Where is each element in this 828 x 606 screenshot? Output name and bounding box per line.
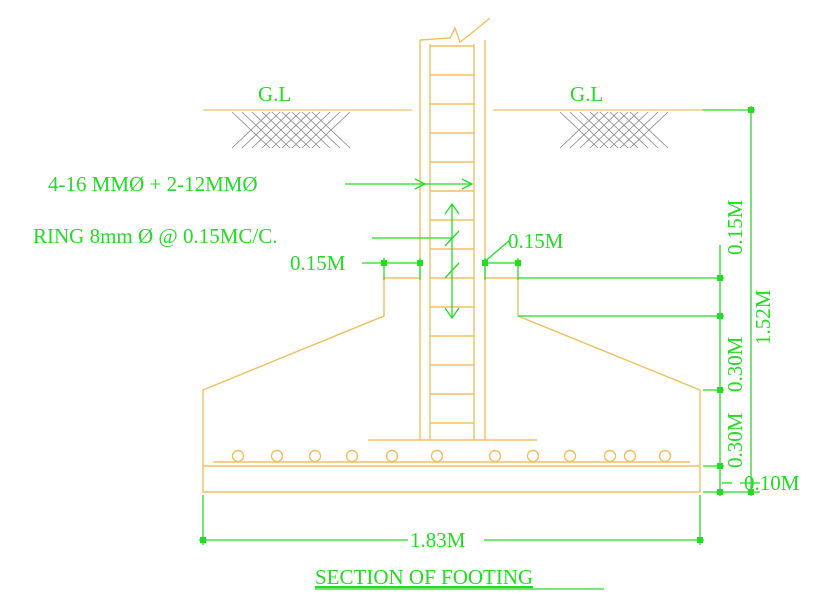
rebar-circle	[270, 449, 284, 463]
dim-030-bottom-label: 0.30M	[723, 412, 747, 468]
dim-152-label: 1.52M	[751, 289, 775, 345]
drawing-title: SECTION OF FOOTING	[315, 565, 533, 589]
rebar-circle	[430, 449, 444, 463]
column	[419, 17, 491, 440]
rebar-circle	[526, 449, 540, 463]
main-bars-label: 4-16 MMØ + 2-12MMØ	[48, 172, 258, 196]
bottom-dimension: 1.83M	[199, 495, 704, 552]
bottom-bars	[231, 449, 672, 463]
ring-label: RING 8mm Ø @ 0.15MC/C.	[33, 224, 278, 248]
offset-dim-left: 0.15M	[290, 251, 423, 280]
soil-hatch-right	[559, 111, 669, 149]
rebar-circle	[488, 449, 502, 463]
dim-015-vertical-label: 0.15M	[723, 199, 747, 255]
break-line	[419, 17, 491, 44]
footing-outline	[202, 277, 701, 493]
offset-dim-right: 0.15M	[482, 229, 564, 280]
soil-hatch-left	[231, 111, 351, 149]
rebar-circle	[345, 449, 359, 463]
rebar-circle	[308, 449, 322, 463]
rebar-circle	[231, 449, 245, 463]
dim-030-top-label: 0.30M	[723, 336, 747, 392]
main-bars-callout: 4-16 MMØ + 2-12MMØ	[48, 172, 474, 196]
ground-level: G.L G.L	[203, 82, 703, 149]
dim-183-label: 1.83M	[410, 528, 466, 552]
rebar-circle	[563, 449, 577, 463]
gl-label-left: G.L	[258, 82, 291, 106]
offset-right-label: 0.15M	[508, 229, 564, 253]
rebar-circle	[623, 449, 637, 463]
right-dimensions: 0.15M 1.52M 0.30M 0.30M 0.10M	[518, 106, 800, 496]
rebar-circle	[385, 449, 399, 463]
dim-010-label: 0.10M	[744, 471, 800, 495]
gl-label-right: G.L	[570, 82, 603, 106]
rebar-circle	[658, 449, 672, 463]
offset-left-label: 0.15M	[290, 251, 346, 275]
rebar-circle	[603, 449, 617, 463]
ring-callout: RING 8mm Ø @ 0.15MC/C.	[33, 202, 460, 320]
